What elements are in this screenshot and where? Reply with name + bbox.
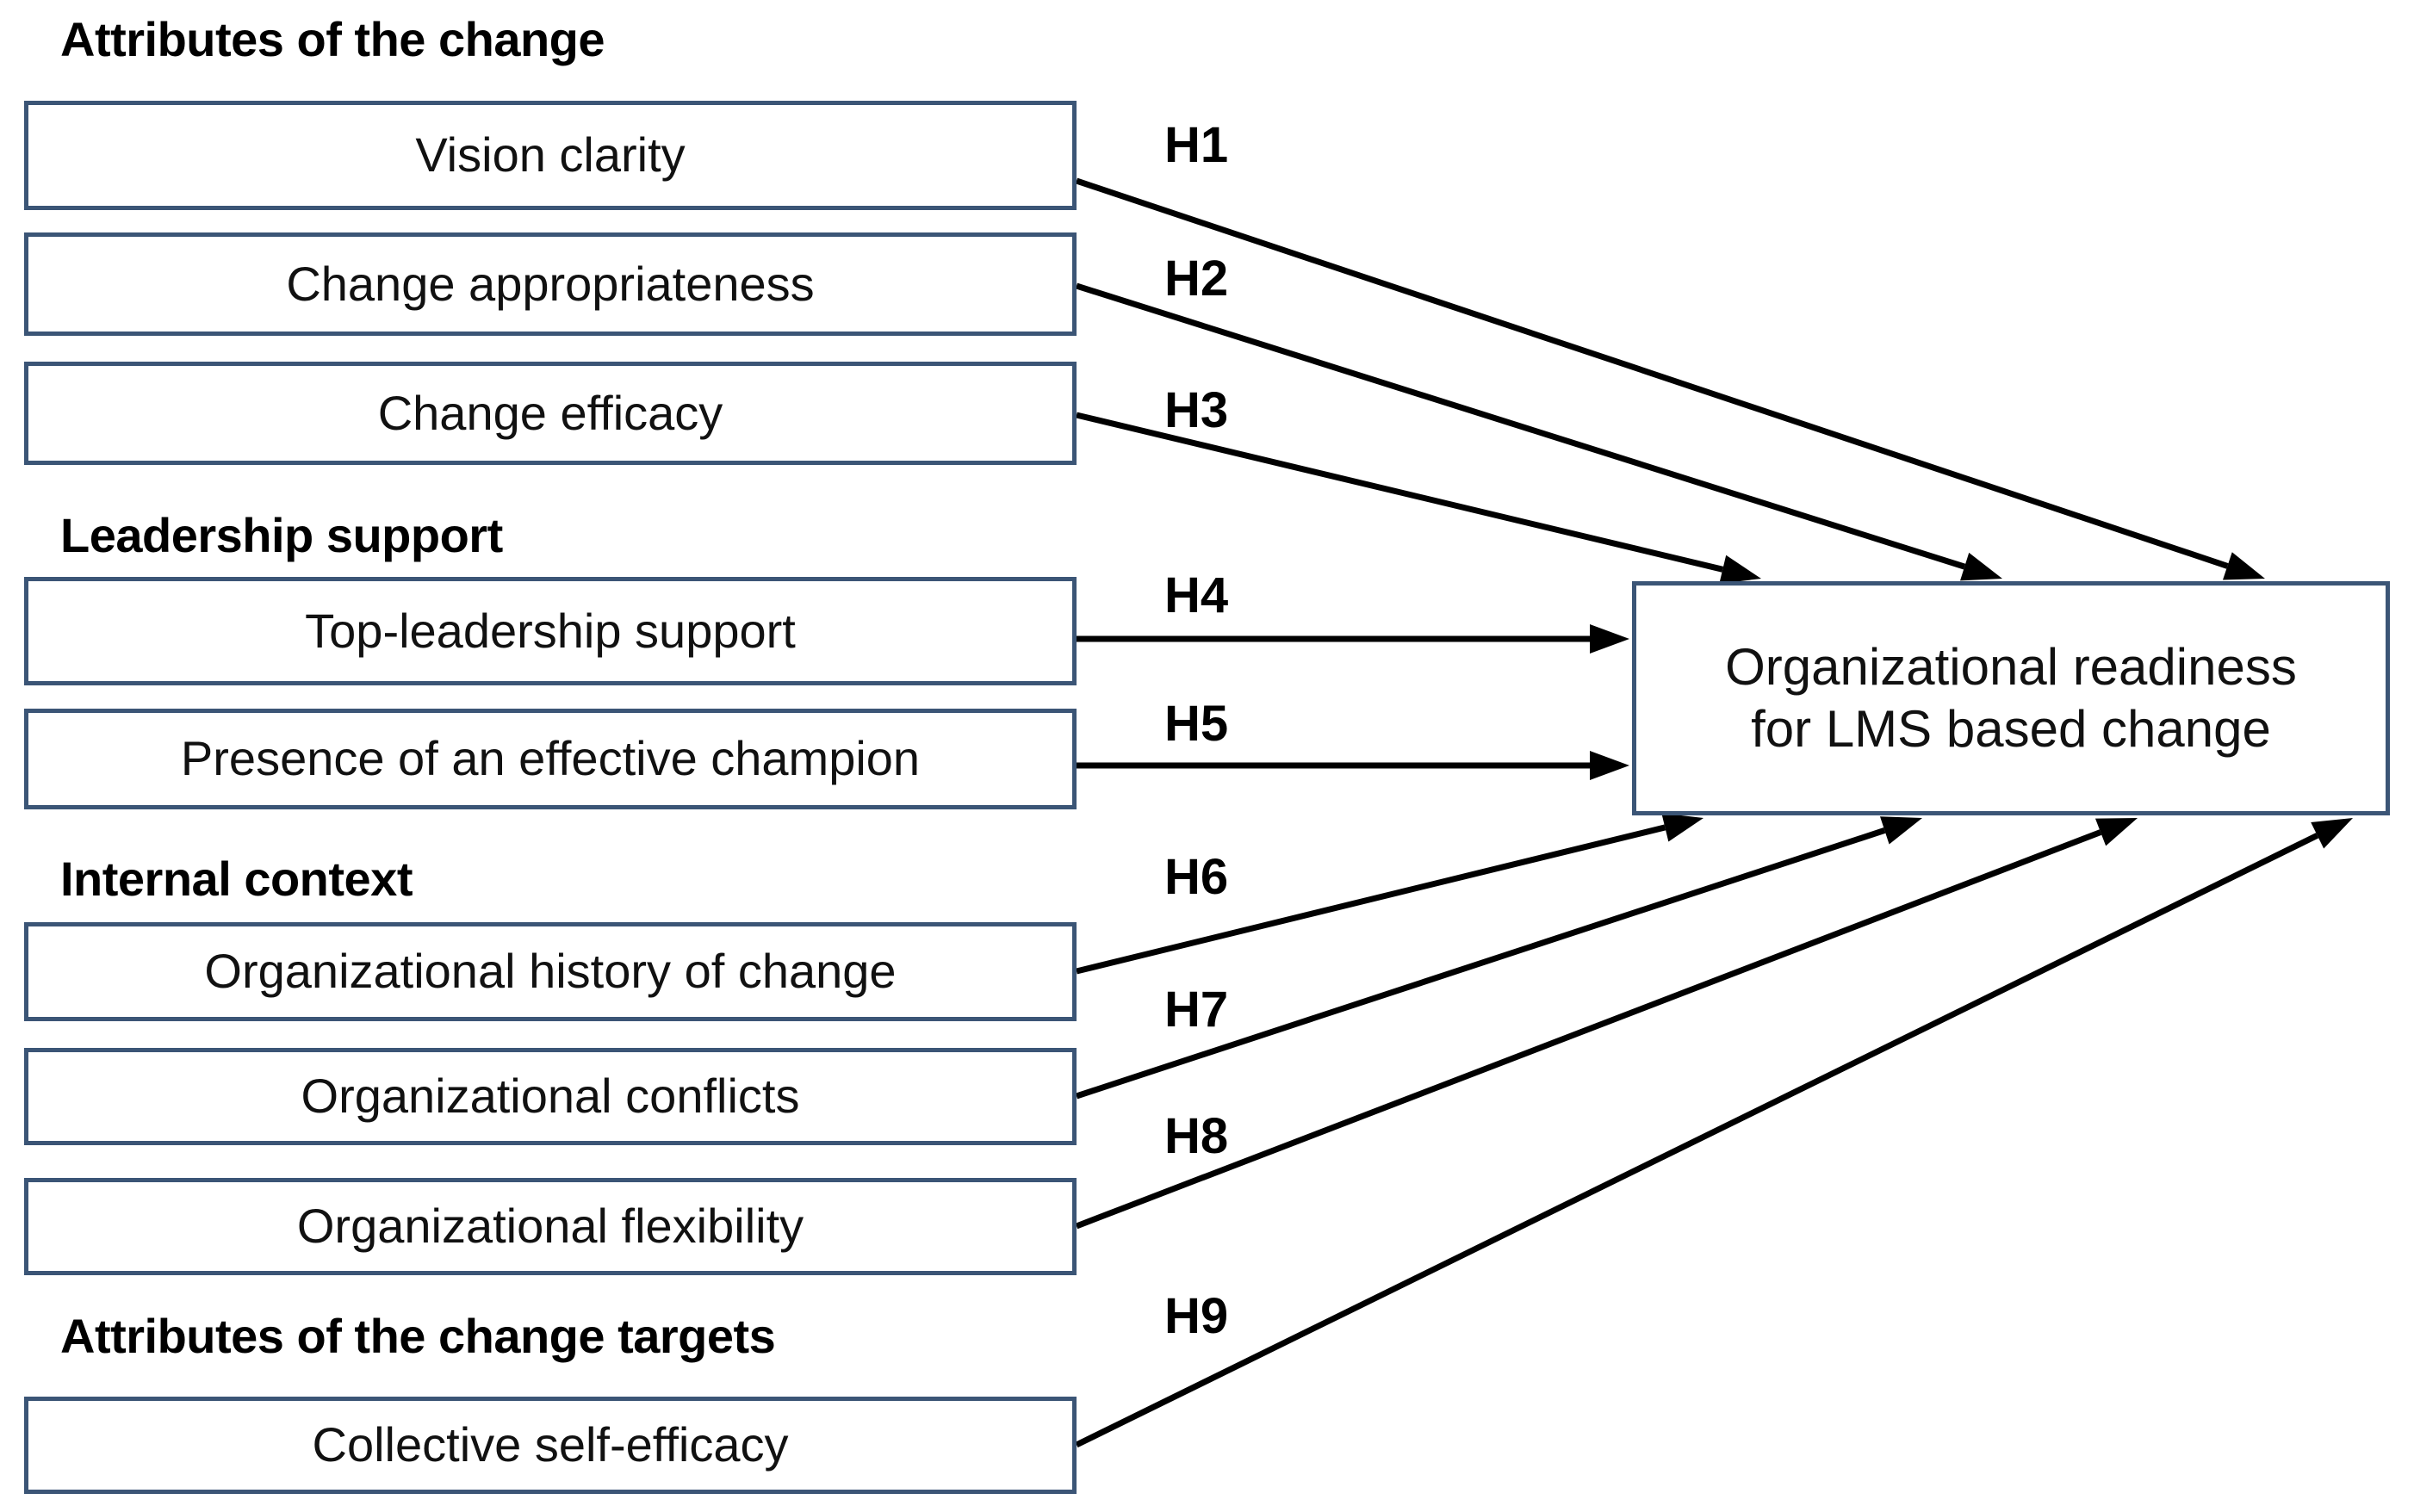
group-header-internal-context: Internal context: [60, 852, 413, 906]
hypothesis-label-h5: H5: [1164, 696, 1229, 752]
construct-label-change-efficacy: Change efficacy: [377, 385, 723, 440]
construct-box-organizational-conflicts[interactable]: Organizational conflicts: [24, 1048, 1077, 1145]
construct-box-top-leadership-support[interactable]: Top-leadership support: [24, 577, 1077, 685]
construct-label-organizational-flexibility: Organizational flexibility: [296, 1199, 804, 1254]
hypothesis-label-h1: H1: [1164, 117, 1229, 173]
construct-box-vision-clarity[interactable]: Vision clarity: [24, 101, 1077, 210]
hypothesis-label-h3: H3: [1164, 382, 1229, 438]
arrow-h8: [1075, 818, 2138, 1230]
outcome-label-line-2: for LMS based change: [1751, 700, 2271, 758]
construct-label-change-appropriateness: Change appropriateness: [286, 256, 815, 311]
hypothesis-label-h8: H8: [1164, 1108, 1229, 1164]
group-header-leadership-support: Leadership support: [60, 508, 503, 562]
outcome-label-line-1: Organizational readiness: [1725, 638, 2297, 696]
construct-box-organizational-history-of-change[interactable]: Organizational history of change: [24, 922, 1077, 1021]
arrow-h5: [1077, 751, 1629, 780]
hypothesis-label-h6: H6: [1164, 849, 1229, 905]
hypothesis-label-h7: H7: [1164, 982, 1229, 1038]
group-header-attributes-of-the-change: Attributes of the change: [60, 12, 605, 66]
hypothesis-label-h9: H9: [1164, 1288, 1229, 1344]
outcome-box-label: Organizational readiness for LMS based c…: [1725, 636, 2297, 760]
arrow-h9: [1075, 818, 2353, 1448]
hypothesis-label-h4: H4: [1164, 567, 1229, 623]
construct-label-organizational-conflicts: Organizational conflicts: [301, 1069, 800, 1124]
hypothesis-label-h2: H2: [1164, 251, 1229, 307]
construct-label-organizational-history-of-change: Organizational history of change: [204, 944, 897, 999]
construct-label-vision-clarity: Vision clarity: [415, 127, 686, 183]
construct-box-change-efficacy[interactable]: Change efficacy: [24, 362, 1077, 465]
construct-box-change-appropriateness[interactable]: Change appropriateness: [24, 232, 1077, 336]
group-header-attributes-of-the-change-targets: Attributes of the change targets: [60, 1309, 776, 1363]
construct-label-presence-of-an-effective-champion: Presence of an effective champion: [180, 731, 921, 786]
construct-box-organizational-flexibility[interactable]: Organizational flexibility: [24, 1178, 1077, 1275]
arrow-h4: [1077, 624, 1629, 654]
construct-box-collective-self-efficacy[interactable]: Collective self-efficacy: [24, 1397, 1077, 1494]
arrow-h1: [1075, 177, 2265, 580]
construct-label-top-leadership-support: Top-leadership support: [305, 603, 796, 658]
construct-box-presence-of-an-effective-champion[interactable]: Presence of an effective champion: [24, 709, 1077, 809]
outcome-box-organizational-readiness[interactable]: Organizational readiness for LMS based c…: [1632, 581, 2390, 815]
construct-label-collective-self-efficacy: Collective self-efficacy: [312, 1417, 789, 1472]
arrow-h3: [1076, 412, 1761, 584]
